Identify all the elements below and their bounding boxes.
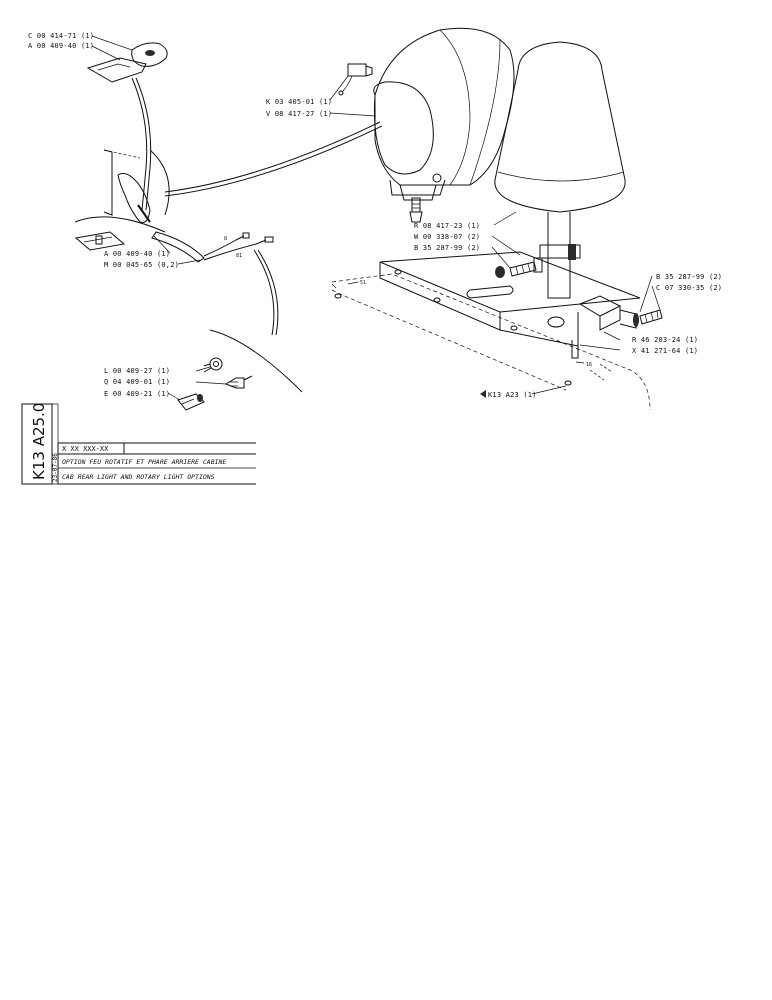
cab-wall-group [103, 149, 170, 223]
dim-16-mark: 16 [586, 362, 592, 368]
rear-headlamp-group [373, 27, 515, 223]
label-k03-405-01: K 03 405-01 (1) [266, 98, 332, 106]
ring-terminal-shape [209, 357, 223, 371]
mounting-bracket-group [379, 251, 641, 359]
label-r46-203-24: R 46 203-24 (1) [632, 336, 698, 344]
label-m00-045-65: M 00 045-65 (0,2) [104, 261, 179, 269]
headlamp-bracket-shape [389, 179, 446, 196]
label-l00-409-27: L 00 409-27 (1) [104, 367, 170, 375]
title-block [21, 403, 256, 485]
female-terminal-shape [74, 231, 126, 251]
label-x41-271-64: X 41 271-64 (1) [632, 347, 698, 355]
sleeve-connector-shape [177, 393, 205, 411]
cable-to-headlamp [164, 121, 381, 193]
sheet-code: K13 A25.0 [30, 403, 48, 480]
part-number: X XX XXX-XX [62, 445, 109, 453]
arrow-icon [480, 390, 486, 398]
label-a00-409-40-mid: A 00 409-40 (1) [104, 250, 170, 258]
label-r08-417-23: R 08 417-23 (1) [414, 222, 480, 230]
cab-roof-outline [331, 273, 651, 411]
bracket-slot-shape [466, 285, 514, 299]
label-e00-409-21: E 00 409-21 (1) [104, 390, 170, 398]
sleeve-shape [151, 231, 205, 263]
label-b35-287-99-left: B 35 287-99 (2) [414, 244, 480, 252]
terminal-plate-shape [86, 57, 147, 83]
middle-harness-group [74, 216, 279, 336]
right-clamp-group [578, 295, 663, 331]
pin-terminal-shape [224, 377, 245, 389]
label-k13-a23: K13 A23 (1) [488, 391, 537, 399]
beacon-dome-shape [494, 41, 626, 213]
cable-top [131, 77, 148, 211]
rotary-beacon-group [494, 41, 626, 299]
dim-51-mark: 51 [360, 280, 366, 286]
bulb-connector-group [329, 63, 373, 101]
label-w00-338-07: W 00 338-07 (2) [414, 233, 480, 241]
wire-81-mark: 81 [236, 253, 242, 259]
label-q04-409-01: Q 04 409-01 (1) [104, 378, 170, 386]
grommet-shape [117, 172, 151, 223]
wire-8-mark: 8 [224, 236, 227, 242]
beacon-pole-shape [547, 212, 571, 299]
label-c00-414-71: C 00 414-71 (1) [28, 32, 94, 40]
headlamp-body-shape [374, 27, 515, 186]
insulating-boot-shape [131, 42, 168, 67]
title-french: OPTION FEU ROTATIF ET PHARE ARRIERE CABI… [62, 458, 226, 466]
headlamp-lens-shape [373, 81, 434, 175]
label-c07-330-35: C 07 330-35 (2) [656, 284, 722, 292]
title-english: CAB REAR LIGHT AND ROTARY LIGHT OPTIONS [62, 473, 215, 481]
left-bolt-washer-group [495, 257, 543, 278]
label-v08-417-27: V 08 417-27 (1) [266, 110, 332, 118]
bottom-terminals-group [177, 329, 303, 411]
beacon-clamp-shape [539, 244, 581, 259]
bracket-top-face-shape [379, 251, 641, 313]
top-connector-group [86, 35, 168, 83]
drawing-date: 23-07-86 [52, 453, 59, 482]
label-a00-409-40-top: A 00 409-40 (1) [28, 42, 94, 50]
label-b35-287-99-right: B 35 287-99 (2) [656, 273, 722, 281]
